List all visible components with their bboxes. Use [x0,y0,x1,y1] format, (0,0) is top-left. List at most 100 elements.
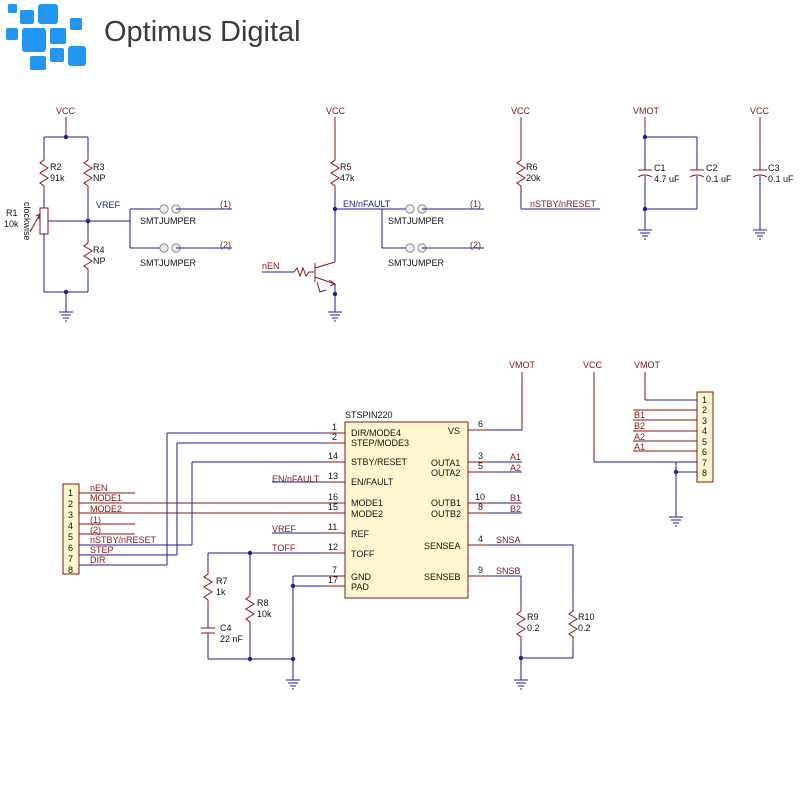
r4-value: NP [93,256,106,266]
r1-value: 10k [4,219,19,229]
ic-pins_left-7-num: 12 [328,542,338,552]
right-header-pin-numbers: 1 2 3 4 5 6 7 8 [702,395,707,478]
left_header-signals-3: (1) [90,515,101,525]
left_header-signals-1: MODE1 [90,493,122,503]
c4-value: 22 nF [220,634,244,644]
ic-pins_right-3-name: OUTB1 [431,498,461,508]
right_header-signals-1: B2 [634,421,645,431]
toff-section: TOFF R7 1k C4 22 nF R8 10k [201,543,325,690]
snsa-net-label: SNSA [496,535,521,545]
ic-pins_right-0-num: 6 [478,419,483,429]
nstby-net-label: nSTBY/nRESET [530,199,597,209]
left_header-signals-7: DIR [90,555,106,565]
ic-pin-left: 1 DIR/MODE4 2 STEP/MODE3 14 STBY/RESET 1… [325,422,409,592]
jumper-option-label: (1) [470,199,481,209]
jumper-label: SMTJUMPER [388,216,445,226]
power-label: VCC [326,106,346,116]
ic-pins_left-0-num: 1 [332,422,337,432]
ic-pins_left-9-name: PAD [351,582,369,592]
en-nfault-net-label: EN/nFAULT [272,474,320,484]
c1-value: 4.7 uF [654,174,680,184]
c2-ref: C2 [706,163,718,173]
ic-pins_left-3-name: EN/FAULT [351,477,394,487]
right_header-numbers-7: 8 [702,468,707,478]
r1-ref: R1 [6,208,18,218]
left_header-numbers-6: 7 [68,554,73,564]
r8-ref: R8 [257,598,269,608]
r3-ref: R3 [93,162,105,172]
ic-pins_right-3-num: 10 [475,492,485,502]
left_header-signals-4: (2) [90,525,101,535]
power-label: VCC [511,106,531,116]
power-label: VMOT [509,360,536,370]
r1-note: clockwise [22,202,32,241]
ic-pins_right-4-name: OUTB2 [431,509,461,519]
vs-connection: VMOT [490,360,536,431]
ic-pins_right-5-num: 4 [478,534,483,544]
power-label: VCC [750,106,770,116]
left_header-numbers-7: 8 [68,565,73,575]
ic-pins_left-4-num: 16 [328,492,338,502]
r10-value: 0.2 [578,623,591,633]
right_header-numbers-2: 3 [702,416,707,426]
ic-pins_right-2-name: OUTA2 [431,468,460,478]
ic-pins_left-8-num: 7 [332,565,337,575]
ic-pins_left-5-name: MODE2 [351,509,383,519]
left_header-signals-2: MODE2 [90,504,122,514]
r2-value: 91k [50,173,65,183]
right_header-numbers-4: 5 [702,437,707,447]
vmot-caps: VMOT C1 4.7 uF C2 0.1 uF [633,106,732,240]
right_header-numbers-5: 6 [702,447,707,457]
left-header-pin-numbers: 1 2 3 4 5 6 7 8 [68,488,73,575]
nen-net-label: nEN [262,261,280,271]
b2-net-label: B2 [510,504,521,514]
r5-ref: R5 [340,162,352,172]
ic-pins_left-4-name: MODE1 [351,498,383,508]
sense-section: SNSA SNSB R9 0.2 R10 0.2 [490,535,595,690]
r7-value: 1k [216,587,226,597]
right-header-connector: VCC VMOT 1 2 3 4 5 6 7 8 B1 B2 A2 A1 [583,360,714,527]
ic-pins_right-6-name: SENSEB [424,572,461,582]
snsb-net-label: SNSB [496,566,521,576]
r9-value: 0.2 [527,623,540,633]
left-header-connector: 1 2 3 4 5 6 7 8 nEN MODE1 MODE2 (1) (2) … [62,432,325,575]
ic-pins_right-1-num: 3 [478,451,483,461]
ic-pins_left-7-name: TOFF [351,549,375,559]
left_header-numbers-5: 6 [68,543,73,553]
brand-logo-icon [6,4,86,70]
right_header-numbers-6: 7 [702,458,707,468]
c1-ref: C1 [654,163,666,173]
vcc-cap: VCC C3 0.1 uF [750,106,794,240]
left_header-numbers-0: 1 [68,488,73,498]
right_header-numbers-0: 1 [702,395,707,405]
toff-net-label: TOFF [272,543,296,553]
r3-value: NP [93,173,106,183]
ic-name: STSPIN220 [345,410,393,420]
ic-pins_left-1-num: 2 [332,432,337,442]
ic-pins_left-2-name: STBY/RESET [351,457,408,467]
r10-ref: R10 [578,612,595,622]
ic-pins_right-1-name: OUTA1 [431,458,460,468]
ic-pins_left-6-name: REF [351,529,370,539]
a2-net-label: A2 [510,463,521,473]
ic-pins_left-5-num: 15 [328,502,338,512]
c2-value: 0.1 uF [706,174,732,184]
ic-pins_right-4-num: 8 [478,502,483,512]
ic-pins_right-2-num: 5 [478,461,483,471]
jumper-label: SMTJUMPER [140,258,197,268]
a1-net-label: A1 [510,452,521,462]
power-label: VMOT [633,106,660,116]
r6-section: VCC R6 20k nSTBY/nRESET [511,106,600,210]
ic-pins_left-6-num: 11 [328,522,337,532]
c3-ref: C3 [768,163,780,173]
right_header-signals-0: B1 [634,410,645,420]
jumper-option-label: (2) [220,240,231,250]
right_header-numbers-3: 4 [702,426,707,436]
ic-pins_left-2-num: 14 [328,451,338,461]
left_header-numbers-4: 5 [68,532,73,542]
vref-section: VCC R2 91k R1 10k clockwise R3 NP R4 NP [4,106,232,322]
power-label: VCC [583,360,603,370]
r6-ref: R6 [526,162,538,172]
right_header-signals-3: A1 [634,442,645,452]
